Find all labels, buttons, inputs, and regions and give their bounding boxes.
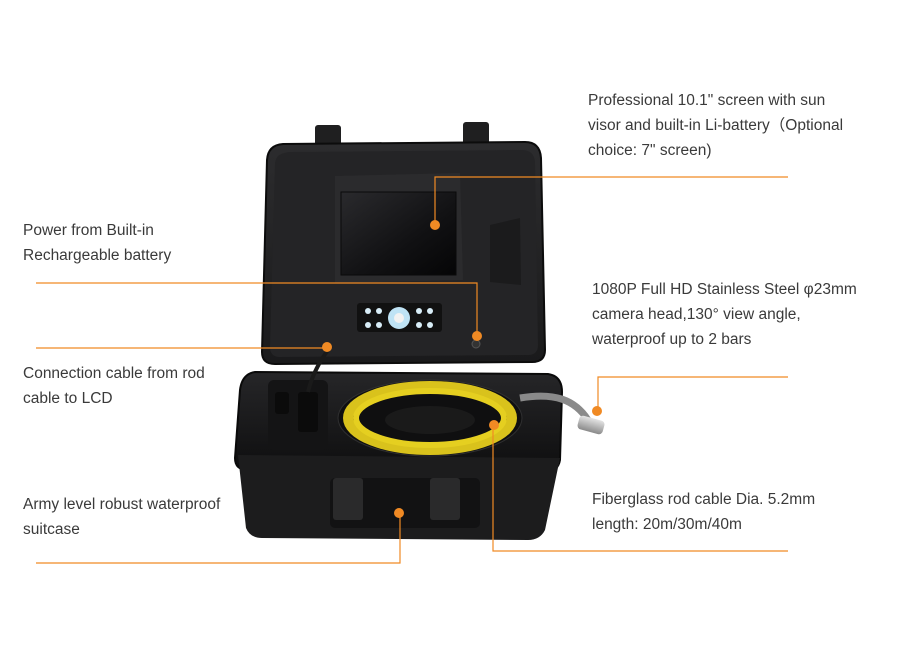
callout-dots (322, 220, 602, 518)
callout-camera: 1080P Full HD Stainless Steel φ23mm came… (592, 281, 857, 348)
callout-screen: Professional 10.1" screen with sun visor… (588, 92, 844, 159)
fiberglass-rod-coil (343, 381, 517, 455)
callout-line-screen (434, 176, 788, 224)
callout-dot-rod (489, 420, 499, 430)
callout-lines (36, 176, 788, 564)
case-lid (260, 122, 547, 366)
lcd-screen (340, 191, 457, 276)
callout-dot-power (472, 331, 482, 341)
callout-line-suitcase (36, 514, 401, 564)
callout-dot-suitcase (394, 508, 404, 518)
callout-dot-cable (322, 342, 332, 352)
callout-line-power (36, 282, 478, 336)
callout-dot-camera (592, 406, 602, 416)
callout-line-camera (597, 376, 788, 410)
callout-cable: Connection cable from rod cable to LCD (23, 365, 205, 407)
callout-dot-screen (430, 220, 440, 230)
case-base (233, 344, 605, 540)
callout-suitcase: Army level robust waterproof suitcase (23, 496, 221, 538)
camera-head (577, 415, 605, 435)
camera-probe-spring (519, 392, 591, 423)
callout-power: Power from Built-in Rechargeable battery (23, 222, 172, 264)
callout-line-rod (492, 425, 788, 552)
callout-rod: Fiberglass rod cable Dia. 5.2mm length: … (592, 491, 816, 533)
